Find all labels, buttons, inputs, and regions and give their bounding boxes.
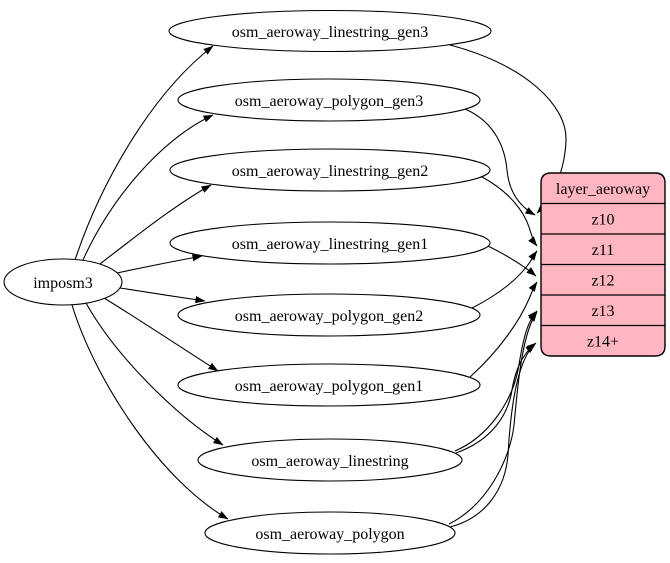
node-osm_aeroway_linestring: osm_aeroway_linestring bbox=[197, 438, 463, 482]
edge-osm_aeroway_linestring_gen2-z11 bbox=[481, 176, 538, 247]
edge-imposm3-osm_aeroway_polygon_gen1 bbox=[103, 297, 219, 372]
edge-imposm3-osm_aeroway_linestring_gen3 bbox=[74, 45, 214, 261]
layer-row-z14plus: z14+ bbox=[587, 334, 619, 351]
edge-imposm3-osm_aeroway_linestring_gen2 bbox=[99, 184, 212, 265]
edge-osm_aeroway_polygon_gen1-z12 bbox=[469, 281, 538, 378]
table-ellipse bbox=[197, 438, 463, 482]
edge-imposm3-osm_aeroway_linestring_gen1 bbox=[116, 254, 203, 274]
table-label: osm_aeroway_polygon_gen1 bbox=[235, 378, 423, 395]
layer-row-z11: z11 bbox=[592, 242, 615, 259]
imposm3-ellipse bbox=[3, 258, 123, 306]
edge-imposm3-osm_aeroway_polygon_gen2 bbox=[119, 287, 206, 304]
edge-osm_aeroway_polygon-z14 bbox=[449, 343, 536, 528]
table-ellipse bbox=[177, 78, 481, 122]
table-label: osm_aeroway_linestring_gen2 bbox=[232, 163, 428, 180]
node-osm_aeroway_polygon_gen2: osm_aeroway_polygon_gen2 bbox=[177, 293, 481, 337]
node-layer_aeroway: layer_aeroway z10 z11 z12 z13 z14+ bbox=[540, 172, 666, 357]
edge-osm_aeroway_polygon_gen2-z11 bbox=[471, 250, 538, 309]
node-osm_aeroway_linestring_gen2: osm_aeroway_linestring_gen2 bbox=[169, 148, 491, 192]
edge-imposm3-osm_aeroway_linestring bbox=[85, 302, 224, 446]
node-osm_aeroway_polygon: osm_aeroway_polygon bbox=[204, 511, 456, 555]
table-ellipse bbox=[169, 221, 491, 265]
table-label: osm_aeroway_linestring_gen3 bbox=[232, 24, 428, 41]
table-label: osm_aeroway_polygon_gen3 bbox=[235, 93, 423, 110]
imposm3-label: imposm3 bbox=[33, 275, 93, 292]
table-ellipse bbox=[177, 293, 481, 337]
edge-osm_aeroway_linestring_gen1-z12 bbox=[487, 245, 537, 277]
edge-imposm3-osm_aeroway_polygon_gen3 bbox=[82, 114, 214, 261]
layer-row-z10: z10 bbox=[591, 212, 614, 229]
node-imposm3: imposm3 bbox=[3, 258, 123, 306]
edge-group-source bbox=[71, 45, 229, 520]
table-label: osm_aeroway_linestring_gen1 bbox=[232, 236, 428, 253]
layer-row-z13: z13 bbox=[591, 303, 614, 320]
node-osm_aeroway_linestring_gen3: osm_aeroway_linestring_gen3 bbox=[168, 9, 492, 53]
table-ellipse bbox=[204, 511, 456, 555]
node-osm_aeroway_linestring_gen1: osm_aeroway_linestring_gen1 bbox=[169, 221, 491, 265]
table-label: osm_aeroway_polygon bbox=[255, 526, 404, 543]
node-osm_aeroway_polygon_gen3: osm_aeroway_polygon_gen3 bbox=[177, 78, 481, 122]
edge-osm_aeroway_polygon-z13 bbox=[448, 311, 538, 525]
edge-osm_aeroway_linestring-z13 bbox=[454, 310, 538, 452]
edge-imposm3-osm_aeroway_polygon bbox=[71, 304, 229, 520]
edge-group-layer bbox=[448, 44, 567, 528]
table-label: osm_aeroway_polygon_gen2 bbox=[235, 308, 423, 325]
node-osm_aeroway_polygon_gen1: osm_aeroway_polygon_gen1 bbox=[177, 363, 481, 407]
table-ellipse bbox=[168, 9, 492, 53]
table-ellipse bbox=[177, 363, 481, 407]
layer-row-z12: z12 bbox=[591, 273, 614, 290]
table-label: osm_aeroway_linestring bbox=[251, 453, 408, 470]
table-ellipse bbox=[169, 148, 491, 192]
edge-osm_aeroway_linestring-z14 bbox=[455, 342, 537, 454]
layer-aeroway-title: layer_aeroway bbox=[556, 181, 650, 198]
edge-osm_aeroway_polygon_gen3-z10 bbox=[464, 108, 536, 216]
